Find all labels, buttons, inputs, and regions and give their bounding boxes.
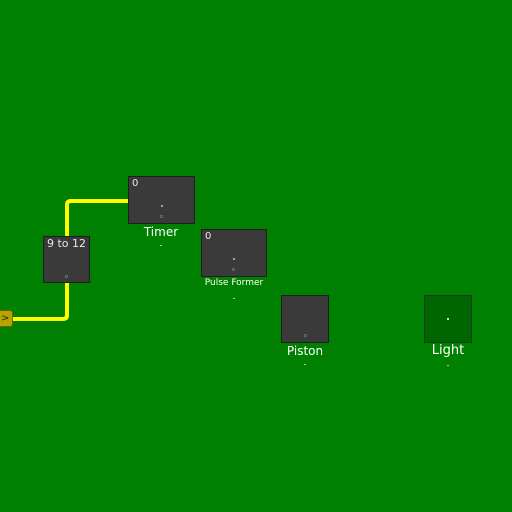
pulse-former-output-port[interactable] (232, 268, 235, 271)
timer-node[interactable]: 0 (128, 176, 195, 224)
timer-label: Timer (143, 225, 179, 239)
piston-label: Piston (286, 344, 324, 358)
timer-anchor-dot (160, 245, 162, 246)
piston-anchor-dot (304, 364, 306, 365)
pulse-former-node-value: 0 (205, 231, 212, 242)
range-output-port[interactable] (65, 275, 68, 278)
pulse-former-anchor-dot (233, 298, 235, 299)
range-node-value: 9 to 12 (47, 237, 87, 250)
pulse-former-center-dot (233, 258, 235, 260)
timer-output-port[interactable] (160, 215, 163, 218)
timer-center-dot (161, 205, 163, 207)
wire-range-to-timer[interactable] (65, 199, 128, 236)
arrow-right-icon: > (1, 313, 10, 324)
light-node[interactable] (424, 295, 472, 343)
pulse-former-node[interactable]: 0 (201, 229, 267, 277)
light-anchor-dot (447, 365, 449, 366)
piston-node[interactable] (281, 295, 329, 343)
light-label: Light (431, 343, 465, 358)
input-connector[interactable]: > (0, 310, 13, 327)
piston-output-port[interactable] (304, 334, 307, 337)
light-center-dot (447, 318, 449, 320)
timer-node-value: 0 (132, 178, 139, 189)
range-node[interactable]: 9 to 12 (43, 236, 90, 283)
wire-source-to-range[interactable] (10, 283, 69, 321)
pulse-former-label: Pulse Former (204, 278, 264, 288)
